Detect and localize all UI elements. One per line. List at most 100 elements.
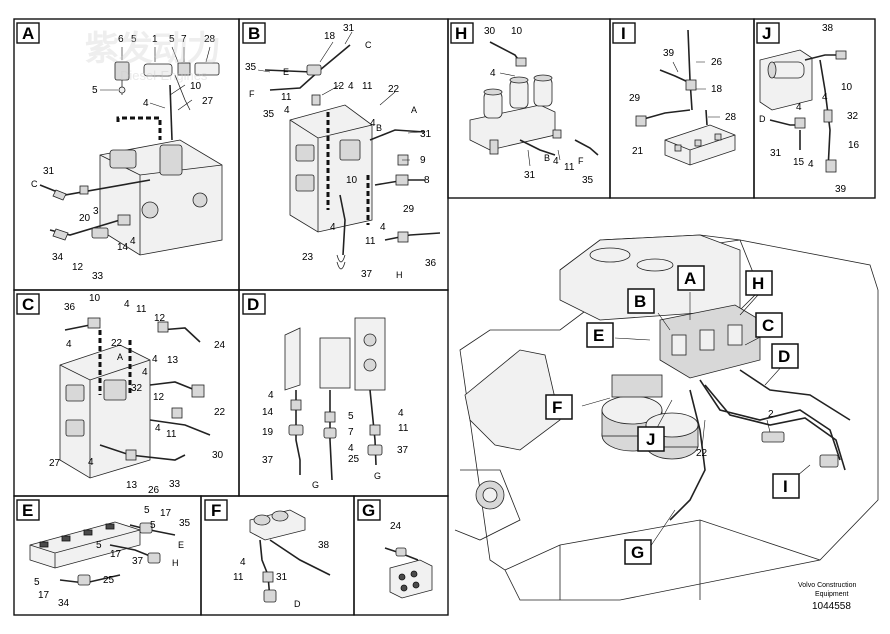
callout: 22	[214, 407, 226, 418]
callout: 4	[88, 457, 94, 468]
callout: 31	[43, 166, 55, 177]
callout: 37	[132, 556, 144, 567]
callout: 24	[214, 340, 226, 351]
callout: 20	[79, 213, 91, 224]
overview-callout-a: A	[677, 265, 705, 291]
svg-text:A: A	[684, 269, 696, 288]
panel-i: I 39 26 18 29 28 21	[612, 22, 737, 166]
callout: 37	[397, 445, 409, 456]
callout: 14	[117, 242, 129, 253]
callout: 5	[348, 411, 354, 422]
callout: 4	[380, 222, 386, 233]
callout: 31	[524, 170, 536, 181]
callout: 37	[262, 455, 274, 466]
panel-h-valve-block	[469, 74, 556, 155]
callout: 17	[38, 590, 50, 601]
callout: 21	[632, 146, 644, 157]
overview-callout-i: I	[772, 473, 800, 499]
callout: 30	[484, 26, 496, 37]
overview-callout-j: J	[637, 426, 665, 452]
panel-f-letter: F	[211, 501, 221, 520]
panel-b-letter: B	[248, 24, 260, 43]
callout: 31	[770, 148, 782, 159]
panel-a-letter: A	[22, 24, 34, 43]
callout: 23	[302, 252, 314, 263]
callout: 4	[142, 367, 148, 378]
svg-text:J: J	[646, 430, 655, 449]
svg-text:H: H	[752, 274, 764, 293]
panel-d-callouts: 4 14 4 5 19 7 11 4 37 25 37 G G	[262, 390, 409, 490]
footer-company-line2: Equipment	[815, 591, 849, 598]
callout: 14	[262, 407, 274, 418]
callout: 12	[72, 262, 84, 273]
panel-c-callouts: 10 36 4 11 4 12 22 24 4 A 13 4 32 12 22 …	[49, 293, 226, 496]
callout: 11	[136, 304, 147, 315]
overview-callout-d: D	[771, 343, 799, 369]
callout: 18	[324, 31, 336, 42]
callout: 37	[361, 269, 373, 280]
panel-e: E 5 17 35 5 E 5 17 37 H 5 25 17 34	[16, 499, 191, 609]
callout: 11	[564, 162, 575, 173]
panel-h-callouts: 30 10 4 31 B 4 11 F 35	[484, 26, 594, 186]
callout: 29	[403, 204, 415, 215]
callout: 31	[276, 572, 288, 583]
callout: A	[117, 352, 123, 362]
callout: 22	[388, 84, 400, 95]
callout: C	[31, 179, 38, 189]
callout: 5	[96, 540, 102, 551]
panel-d-valve-block	[284, 317, 386, 391]
callout: 10	[511, 26, 523, 37]
panel-f-block	[249, 509, 306, 541]
callout: 11	[362, 81, 373, 92]
panel-f: F 4 11 31 38 D	[204, 499, 331, 609]
panel-frames	[13, 18, 876, 616]
overview-callout-b: B	[627, 288, 655, 314]
callout: 24	[390, 521, 402, 532]
callout: 34	[58, 598, 70, 609]
callout: 11	[233, 572, 244, 583]
callout: 12	[153, 392, 165, 403]
callout: 16	[848, 140, 860, 151]
callout: 4	[398, 408, 404, 419]
callout: 25	[103, 575, 115, 586]
callout: E	[283, 67, 289, 77]
panel-g: G 24	[357, 499, 433, 599]
callout: 13	[126, 480, 138, 491]
callout: 4	[348, 443, 354, 454]
callout: 6	[118, 34, 124, 45]
callout: 25	[348, 454, 360, 465]
panel-g-block	[389, 559, 433, 599]
callout: 27	[49, 458, 61, 469]
panel-b: B 31 C 18 35 E F 12 4	[242, 22, 441, 280]
overview-callout-h: H	[745, 270, 773, 296]
callout: E	[178, 540, 184, 550]
panel-b-valve-block	[289, 104, 373, 233]
callout: 38	[822, 23, 834, 34]
watermark-sub: Diesel-Engines	[120, 68, 208, 83]
callout: 11	[281, 92, 292, 103]
callout: 4	[553, 156, 559, 167]
callout: 17	[160, 508, 172, 519]
callout: 15	[793, 157, 805, 168]
panel-g-letter: G	[362, 501, 375, 520]
overview-callout-c: C	[755, 312, 783, 338]
callout: 1	[152, 34, 158, 45]
callout: 7	[348, 427, 354, 438]
callout: 36	[64, 302, 76, 313]
callout: 34	[52, 252, 64, 263]
callout: 4	[240, 557, 246, 568]
callout: 11	[398, 423, 409, 434]
callout: 4	[808, 159, 814, 170]
watermark-brand: 紫发动力	[85, 30, 221, 68]
callout: F	[249, 89, 255, 99]
callout: 3	[93, 206, 99, 217]
panel-h-letter: H	[455, 24, 467, 43]
svg-text:B: B	[634, 292, 646, 311]
panel-a-callouts: 6 5 1 5 7 28 10 5 4 27 31 C 20 3 4 14 34…	[31, 34, 216, 282]
callout: 28	[204, 34, 216, 45]
panel-j-block	[759, 49, 813, 111]
panel-e-block	[29, 521, 141, 569]
footer: Volvo Construction Equipment 1044558	[798, 582, 856, 612]
